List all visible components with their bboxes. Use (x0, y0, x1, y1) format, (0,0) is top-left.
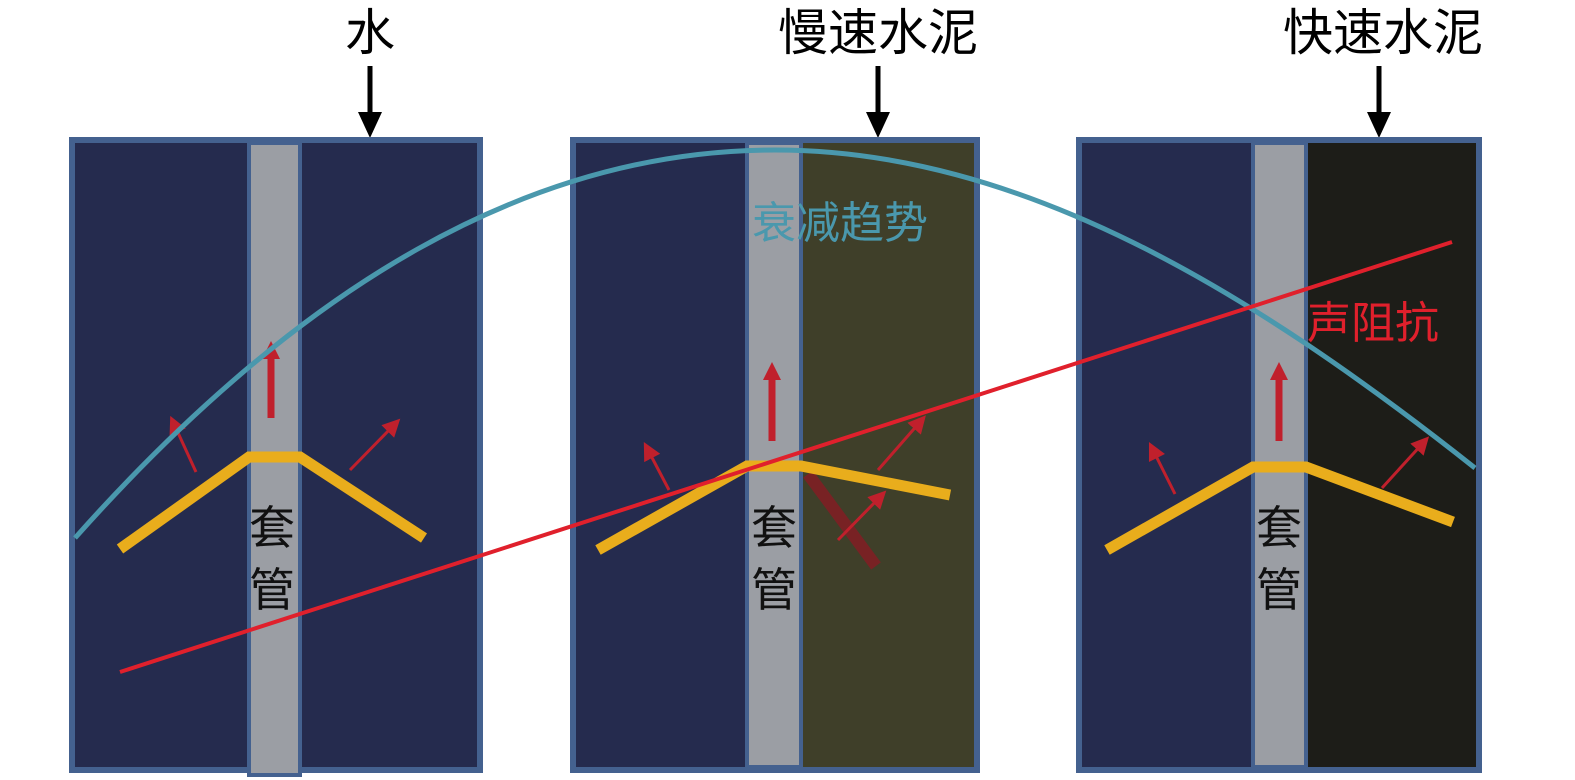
acoustic-impedance-line (119, 240, 1453, 674)
panel-border (1076, 137, 1482, 773)
panel-border (570, 137, 980, 773)
casing-label-2: 管 (249, 563, 295, 617)
arrow-icon (836, 490, 887, 542)
formation-left (72, 140, 249, 770)
formation-left (573, 140, 747, 770)
casing-label-2: 管 (1256, 563, 1302, 617)
panel-fast-cement: 套 管 (1076, 137, 1482, 773)
arrow-icon (348, 418, 401, 472)
casing-label-1: 套 (751, 501, 797, 555)
wave-path (1104, 461, 1455, 555)
casing-label-1: 套 (249, 501, 295, 555)
arrow-down-icon-head (866, 112, 890, 138)
wave-path (595, 460, 952, 555)
casing (1251, 141, 1308, 769)
wave-path (116, 451, 428, 554)
medium-water (300, 140, 480, 770)
arrow-icon (876, 415, 926, 471)
arrow-icon (643, 442, 671, 491)
attenuation-trend-label: 衰减趋势 (752, 198, 928, 249)
label-slow-cement: 慢速水泥 (778, 4, 978, 62)
label-pointer-fast-cement (1367, 66, 1391, 138)
label-fast-cement: 快速水泥 (1283, 4, 1483, 62)
converted-wave (803, 470, 881, 570)
arrow-down-icon-head (358, 112, 382, 138)
attenuation-trend-curve (73, 147, 1477, 540)
panel-slow-cement: 套 管 (570, 137, 980, 773)
casing (745, 141, 803, 769)
label-water: 水 (345, 4, 395, 62)
label-pointer-slow-cement (866, 66, 890, 138)
arrow-down-icon-head (1367, 112, 1391, 138)
formation-left (1079, 140, 1253, 770)
casing-label-1: 套 (1256, 501, 1302, 555)
arrow-icon (1380, 436, 1430, 490)
medium-fast-cement (1306, 140, 1479, 770)
casing-label-2: 管 (751, 563, 797, 617)
acoustic-impedance-label: 声阻抗 (1307, 298, 1439, 349)
panel-water: 套 管 (69, 137, 483, 777)
label-pointer-water (358, 66, 382, 138)
medium-slow-cement (801, 140, 977, 770)
arrow-icon (1148, 441, 1177, 495)
